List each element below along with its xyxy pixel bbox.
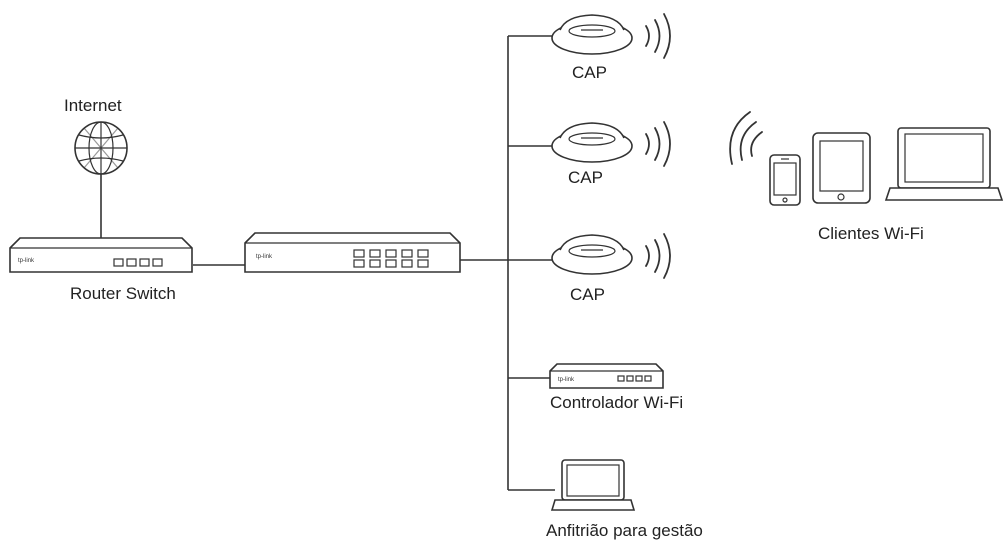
wifi-signal-icon bbox=[645, 233, 671, 279]
ethernet-ports bbox=[353, 249, 429, 268]
cap-3-label: CAP bbox=[570, 285, 605, 304]
wifi-signal-icon bbox=[645, 13, 671, 59]
laptop-icon bbox=[884, 127, 1004, 201]
brand-logo-text: tp-link bbox=[18, 258, 35, 264]
cap-icon bbox=[551, 234, 633, 275]
laptop-icon bbox=[550, 459, 636, 511]
brand-logo-text: tp-link bbox=[256, 254, 273, 260]
router-switch-icon: tp-link bbox=[9, 237, 193, 273]
cap-2-label: CAP bbox=[568, 168, 603, 187]
cap-1-label: CAP bbox=[572, 63, 607, 82]
switch-icon: tp-link bbox=[244, 232, 461, 273]
smartphone-icon bbox=[769, 154, 801, 206]
wifi-signal-icon bbox=[729, 111, 763, 165]
tablet-icon bbox=[812, 132, 871, 204]
router-switch-label: Router Switch bbox=[70, 284, 176, 303]
wifi-signal-icon bbox=[645, 121, 671, 167]
management-host-label: Anfitrião para gestão bbox=[546, 521, 703, 540]
connection-lines bbox=[100, 35, 555, 491]
globe-icon bbox=[74, 121, 128, 175]
ethernet-ports bbox=[617, 375, 652, 382]
internet-label: Internet bbox=[64, 96, 122, 115]
brand-logo-text: tp-link bbox=[558, 377, 575, 383]
controller-icon: tp-link bbox=[549, 363, 664, 389]
wifi-clients-label: Clientes Wi-Fi bbox=[818, 224, 924, 243]
controller-label: Controlador Wi-Fi bbox=[550, 393, 684, 412]
cap-icon bbox=[551, 14, 633, 55]
ethernet-ports bbox=[113, 258, 163, 267]
cap-icon bbox=[551, 122, 633, 163]
